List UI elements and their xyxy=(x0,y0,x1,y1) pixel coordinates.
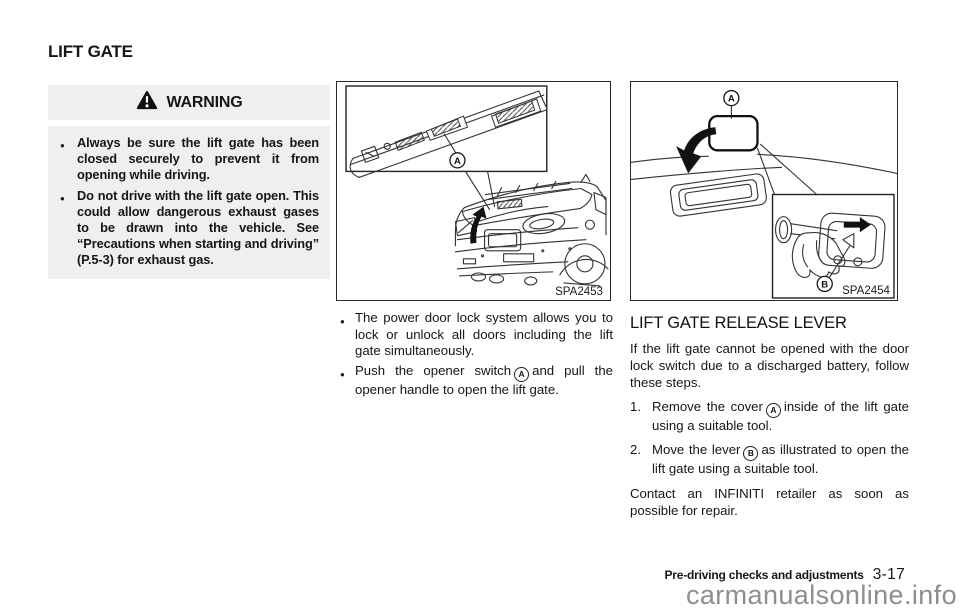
warning-title: WARNING xyxy=(166,93,243,111)
footer-chapter-label: Pre-driving checks and adjustments xyxy=(664,568,864,582)
warning-item: Always be sure the lift gate has been cl… xyxy=(57,135,319,183)
release-lever-heading: LIFT GATE RELEASE LEVER xyxy=(630,314,847,332)
step-number: 2. xyxy=(630,442,641,458)
opener-notes: The power door lock system allows you to… xyxy=(340,310,613,401)
cover-outline xyxy=(708,115,759,152)
figure1-code: SPA2453 xyxy=(555,286,603,298)
note-item: The power door lock system allows you to… xyxy=(340,310,613,360)
lever-direction-arrow xyxy=(843,217,871,233)
figure-release-lever: A xyxy=(630,81,898,301)
handle-recess xyxy=(669,173,767,217)
release-lever-outro: Contact an INFINITI retailer as soon as … xyxy=(630,485,909,518)
warning-triangle-icon xyxy=(136,90,158,115)
figure-lift-gate-opener: A xyxy=(336,81,611,301)
figure2-callout-a: A xyxy=(728,94,735,105)
footer-page-number: 3-17 xyxy=(872,566,905,583)
warning-item: Do not drive with the lift gate open. Th… xyxy=(57,188,319,268)
figure2-code: SPA2454 xyxy=(842,285,890,297)
callout-b-chip: B xyxy=(743,446,759,462)
callout-a-chip: A xyxy=(765,403,781,419)
step-number: 1. xyxy=(630,399,641,415)
watermark: carmanualsonline.info xyxy=(685,580,957,610)
lever-inset-illustration xyxy=(774,212,886,278)
open-direction-arrow xyxy=(470,206,487,244)
car-rear-illustration xyxy=(454,173,609,287)
release-lever-intro: If the lift gate cannot be opened with t… xyxy=(630,341,909,390)
warning-box: WARNING Always be sure the lift gate has… xyxy=(48,85,330,279)
figure2-callout-b: B xyxy=(821,279,828,290)
removal-arrow xyxy=(676,127,717,174)
release-lever-illustration: A xyxy=(631,89,897,299)
warning-header: WARNING xyxy=(48,85,330,120)
page-footer: Pre-driving checks and adjustments 3-17 xyxy=(665,566,906,584)
page-title: LIFT GATE xyxy=(48,42,133,61)
lift-gate-opener-illustration: A xyxy=(345,85,609,298)
figure1-callout-a: A xyxy=(454,156,461,167)
callout-a-chip: A xyxy=(514,366,530,382)
release-lever-section: LIFT GATE RELEASE LEVER If the lift gate… xyxy=(630,314,909,528)
warning-body: Always be sure the lift gate has been cl… xyxy=(48,126,330,279)
